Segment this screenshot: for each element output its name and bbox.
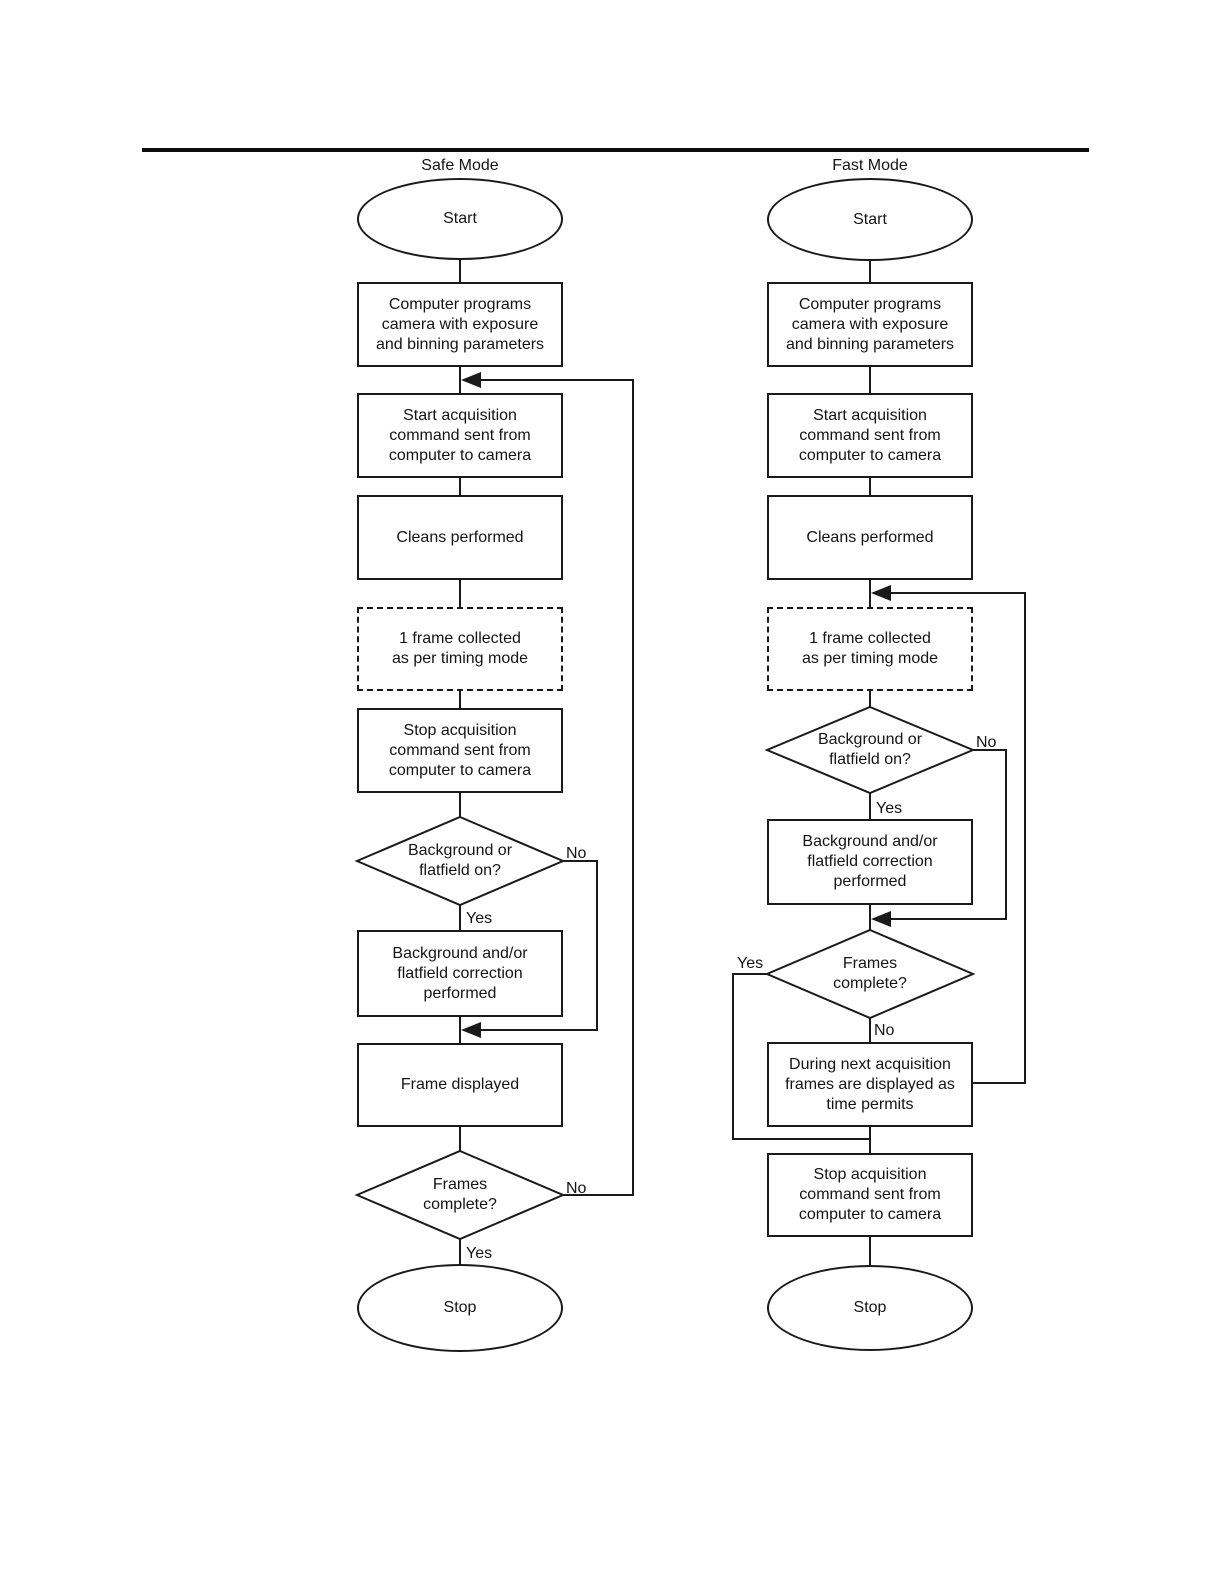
fast-program-camera-box: Computer programs camera with exposure a… <box>767 282 973 367</box>
fast-frames-decision: Frames complete? <box>833 955 907 992</box>
fast-background-decision: Background or flatfield on? <box>817 731 923 768</box>
safe-bg-no-arrowhead <box>461 1022 481 1038</box>
safe-frames-decision: Frames complete? <box>423 1176 497 1213</box>
safe-stop-acquisition-box: Stop acquisition command sent from compu… <box>357 708 563 793</box>
fast-display-loop-branch <box>871 585 1026 1084</box>
safe-stop-terminator: Stop <box>357 1264 563 1352</box>
fast-start-terminator: Start <box>767 178 973 261</box>
safe-background-no-label: No <box>566 845 587 862</box>
fast-frames-yes-label: Yes <box>737 955 764 972</box>
header-rule <box>142 148 1089 152</box>
safe-background-decision-shape <box>354 815 566 907</box>
safe-frames-decision-shape <box>354 1149 566 1241</box>
safe-frames-no-branch <box>461 372 634 1196</box>
fast-frames-yes-branch <box>732 973 870 1140</box>
safe-start-acquisition-box: Start acquisition command sent from comp… <box>357 393 563 478</box>
safe-background-decision: Background or flatfield on? <box>407 842 513 879</box>
fast-stop-acquisition-box: Stop acquisition command sent from compu… <box>767 1153 973 1237</box>
fast-cleans-performed-box: Cleans performed <box>767 495 973 580</box>
fast-background-yes-label: Yes <box>876 800 903 817</box>
safe-cleans-performed-box: Cleans performed <box>357 495 563 580</box>
fast-frames-decision-shape <box>764 928 976 1020</box>
fast-frames-no-label: No <box>874 1022 895 1039</box>
safe-background-yes-label: Yes <box>466 910 493 927</box>
safe-frames-no-label: No <box>566 1180 587 1197</box>
fast-start-acquisition-box: Start acquisition command sent from comp… <box>767 393 973 478</box>
fast-stop-terminator: Stop <box>767 1265 973 1351</box>
safe-program-camera-box: Computer programs camera with exposure a… <box>357 282 563 367</box>
safe-frame-displayed-box: Frame displayed <box>357 1043 563 1127</box>
safe-mode-title: Safe Mode <box>421 157 499 174</box>
fast-background-decision-shape <box>764 705 976 795</box>
fast-display-loop-arrowhead <box>871 585 891 601</box>
safe-background-correction-box: Background and/or flatfield correction p… <box>357 930 563 1017</box>
fast-bg-no-arrowhead <box>871 911 891 927</box>
safe-start-terminator: Start <box>357 178 563 260</box>
safe-frames-no-arrowhead <box>461 372 481 388</box>
safe-frame-collected-box: 1 frame collected as per timing mode <box>357 607 563 691</box>
fast-bg-no-branch <box>871 749 1007 927</box>
fast-mode-title: Fast Mode <box>832 157 908 174</box>
fast-background-correction-box: Background and/or flatfield correction p… <box>767 819 973 905</box>
fast-frame-collected-box: 1 frame collected as per timing mode <box>767 607 973 691</box>
fast-during-display-box: During next acquisition frames are displ… <box>767 1042 973 1127</box>
safe-bg-no-branch <box>461 860 598 1038</box>
fast-background-no-label: No <box>976 734 997 751</box>
safe-frames-yes-label: Yes <box>466 1245 493 1262</box>
